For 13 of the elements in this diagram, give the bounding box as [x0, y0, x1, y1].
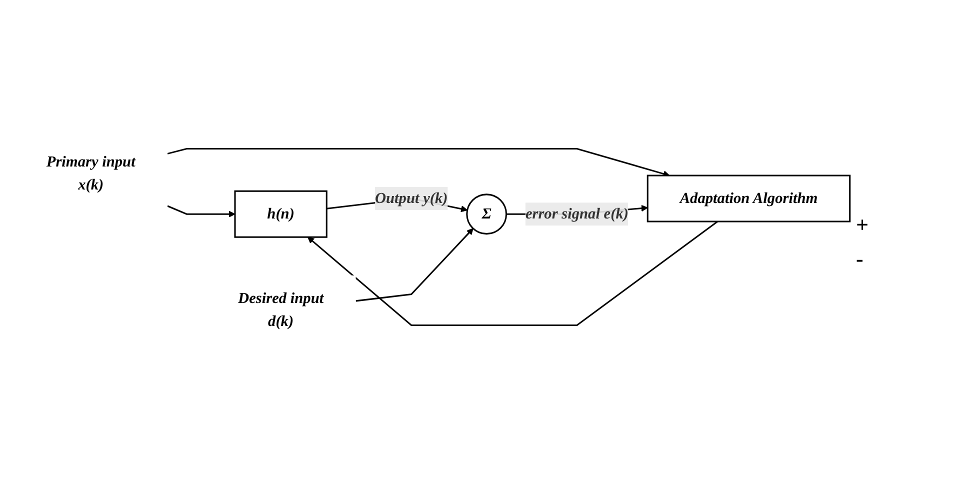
node-box: h(n) [234, 190, 328, 238]
arrow [356, 228, 474, 302]
arrow [167, 206, 236, 218]
arrow [308, 221, 718, 326]
edge-label: error signal e(k) [525, 206, 628, 223]
node-circle: Σ [466, 194, 508, 235]
edge-label: Output y(k) [374, 190, 448, 208]
node-box: Adaptation Algorithm [646, 175, 851, 223]
arrow [167, 148, 670, 178]
sign-label: - [856, 246, 864, 272]
sign-label: + [856, 212, 870, 238]
node-text: Primary input x(k) [46, 154, 136, 194]
node-text: Desired input d(k) [238, 290, 324, 330]
